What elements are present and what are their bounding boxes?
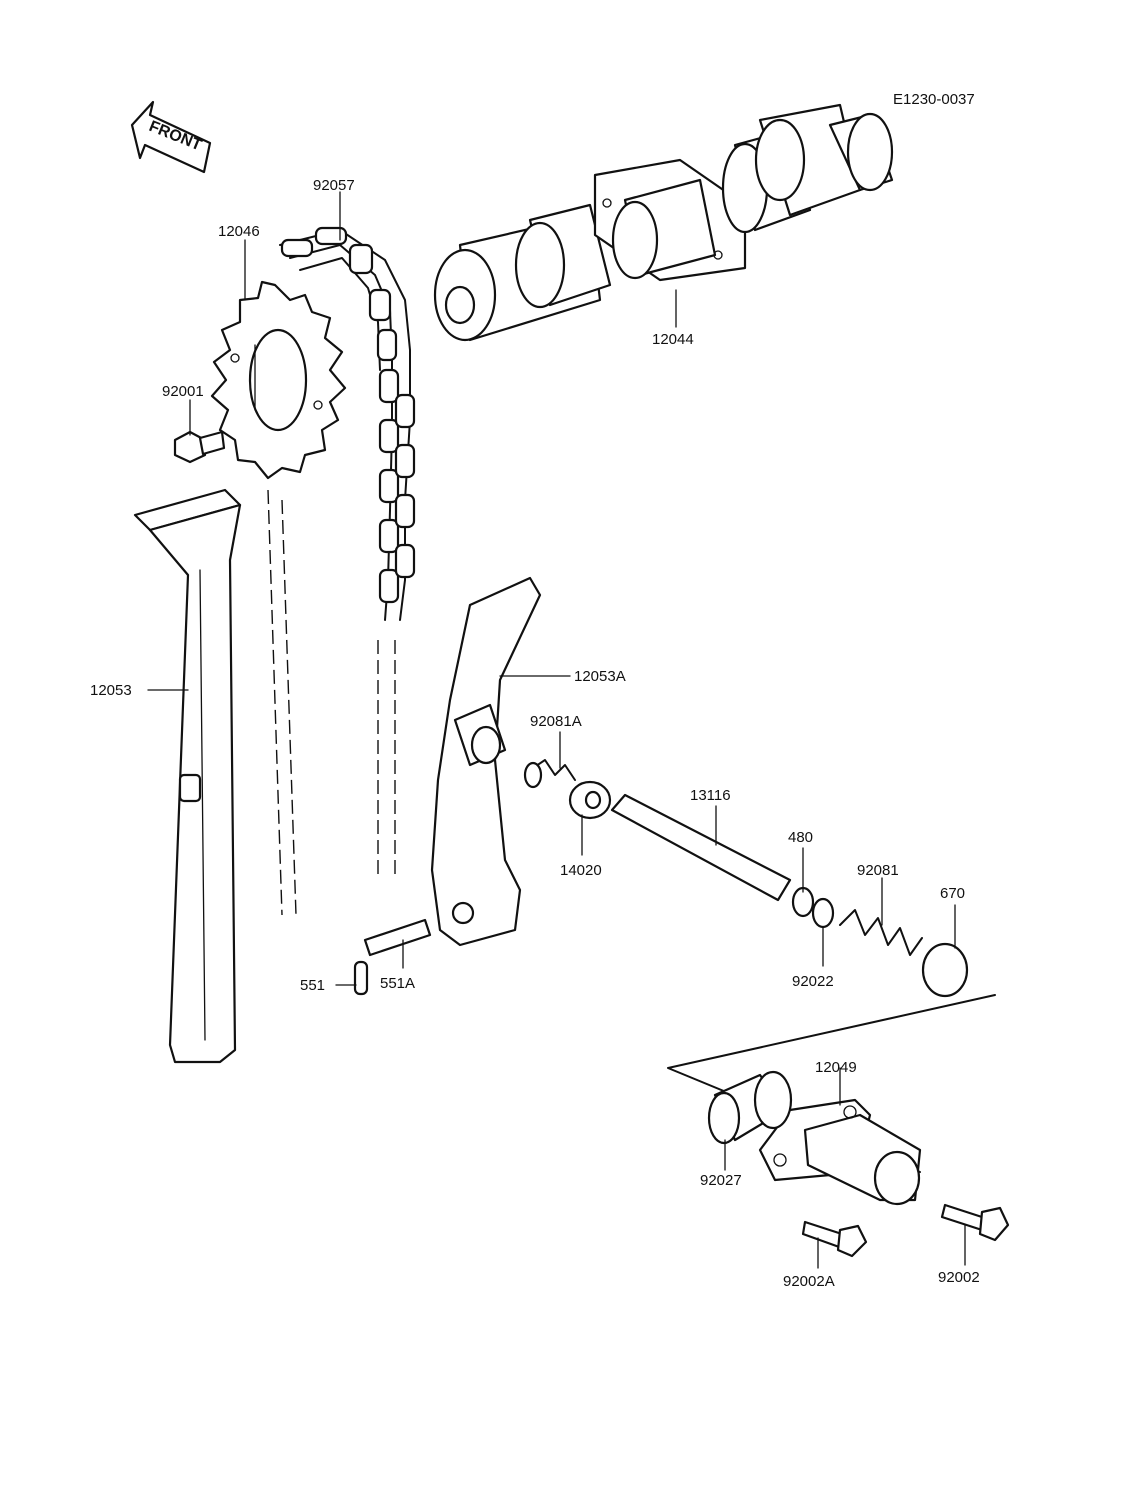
chain-guide-12053 <box>133 488 242 1064</box>
callout-92002: 92002 <box>938 1269 980 1286</box>
sleeve-92027 <box>707 1070 793 1145</box>
spring-92081 <box>839 909 923 956</box>
camshaft <box>433 103 894 342</box>
callout-92057: 92057 <box>313 177 355 194</box>
callout-12053A: 12053A <box>574 668 626 685</box>
pin-551A <box>363 918 432 957</box>
callout-12046: 12046 <box>218 223 260 240</box>
cam-sprocket <box>210 280 347 480</box>
collar-14020 <box>568 780 612 820</box>
callout-92001: 92001 <box>162 383 204 400</box>
callout-92027: 92027 <box>700 1172 742 1189</box>
pin-551 <box>353 960 369 996</box>
callout-670: 670 <box>940 885 965 902</box>
callout-480: 480 <box>788 829 813 846</box>
bolt-92002A <box>801 1220 868 1258</box>
callout-12044: 12044 <box>652 331 694 348</box>
callout-92022: 92022 <box>792 973 834 990</box>
callout-12049: 12049 <box>815 1059 857 1076</box>
chain-guide-12053A <box>430 576 542 947</box>
bolt-92001 <box>173 430 226 464</box>
drawing-id: E1230-0037 <box>893 91 975 108</box>
tensioner-body-12049 <box>758 1098 922 1206</box>
oring-670 <box>921 942 969 998</box>
callout-92081A: 92081A <box>530 713 582 730</box>
bolt-92002 <box>940 1203 1010 1242</box>
callout-13116: 13116 <box>690 787 731 804</box>
callout-92081: 92081 <box>857 862 899 879</box>
callout-12053: 12053 <box>90 682 132 699</box>
callout-92002A: 92002A <box>783 1273 835 1290</box>
front-arrow-icon: FRONT <box>130 100 212 174</box>
callout-551A: 551A <box>380 975 415 992</box>
rod-13116 <box>610 793 792 902</box>
callout-14020: 14020 <box>560 862 602 879</box>
callout-551: 551 <box>300 977 325 994</box>
cam-chain <box>279 226 416 621</box>
spring-92081A <box>523 759 576 789</box>
washer-92022 <box>811 897 835 929</box>
